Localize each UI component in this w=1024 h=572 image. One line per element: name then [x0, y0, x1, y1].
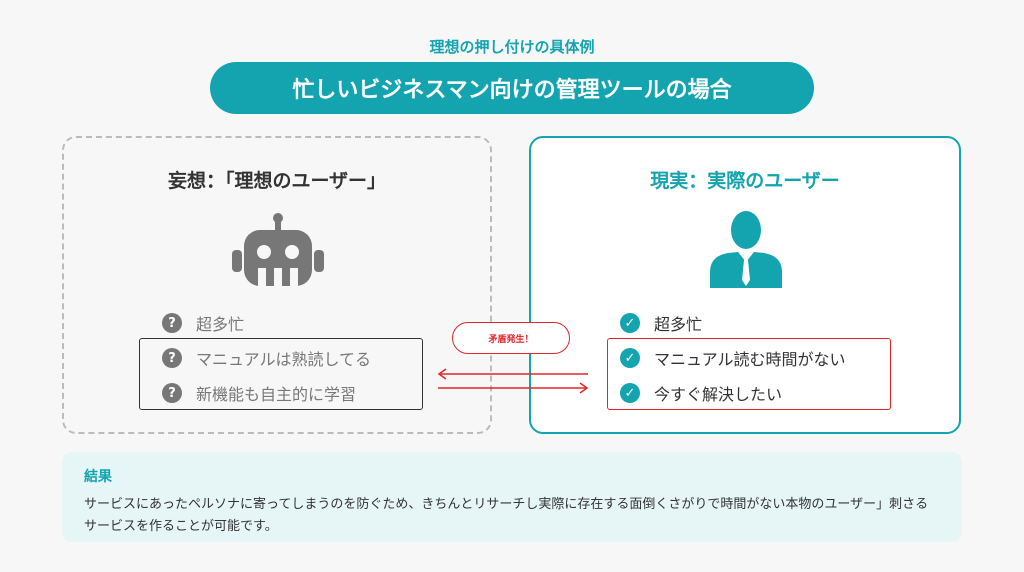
ideal-assumptions-box	[139, 338, 423, 410]
diagram-title: 忙しいビジネスマン向けの管理ツールの場合	[210, 62, 814, 114]
result-body: サービスにあったペルソナに寄ってしまうのを防ぐため、きちんとリサーチし実際に存在…	[84, 497, 929, 534]
result-box: 結果 サービスにあったペルソナに寄ってしまうのを防ぐため、きちんとリサーチし実際…	[62, 452, 962, 542]
conflict-label: 矛盾発生！	[452, 322, 570, 354]
actual-user-heading: 現実：実際のユーザー	[650, 170, 840, 192]
actual-item-label: 超多忙	[654, 315, 703, 334]
business-person-icon	[710, 211, 782, 288]
actual-item-label: マニュアル読む時間がない	[654, 350, 846, 369]
robot-icon	[232, 213, 324, 286]
check-icon: ✓	[620, 383, 640, 403]
ideal-item: ? マニュアルは熟読してる	[162, 346, 371, 370]
diagram-subtitle: 理想の押し付けの具体例	[429, 38, 595, 56]
question-icon: ?	[162, 313, 182, 333]
ideal-item-label: 超多忙	[196, 315, 245, 334]
ideal-item-label: マニュアルは熟読してる	[196, 350, 372, 369]
conflict-arrows	[437, 368, 589, 394]
question-icon: ?	[162, 383, 182, 403]
check-icon: ✓	[620, 348, 640, 368]
actual-item-label: 今すぐ解決したい	[654, 385, 783, 404]
ideal-item: ? 新機能も自主的に学習	[162, 381, 356, 405]
reality-highlight-box	[607, 338, 891, 410]
check-icon: ✓	[620, 313, 640, 333]
question-icon: ?	[162, 348, 182, 368]
ideal-item: ? 超多忙	[162, 311, 244, 335]
ideal-user-heading: 妄想：「理想のユーザー」	[167, 170, 387, 192]
actual-item: ✓ マニュアル読む時間がない	[620, 346, 846, 370]
ideal-user-panel: 妄想：「理想のユーザー」	[62, 136, 492, 434]
ideal-item-label: 新機能も自主的に学習	[196, 385, 357, 404]
actual-item: ✓ 超多忙	[620, 311, 702, 335]
result-title: 結果	[84, 469, 112, 485]
actual-item: ✓ 今すぐ解決したい	[620, 381, 782, 405]
